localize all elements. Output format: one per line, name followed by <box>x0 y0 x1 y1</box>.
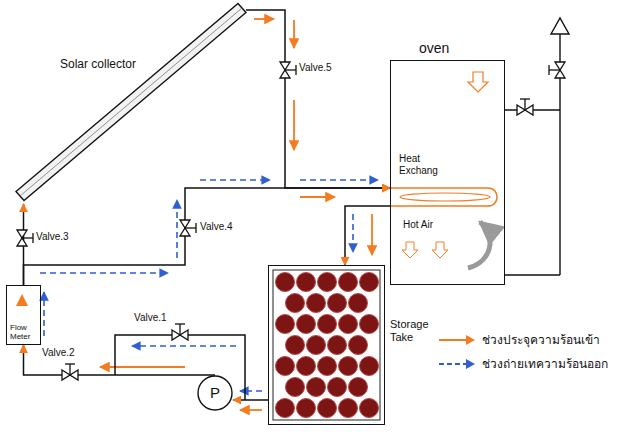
storage-ball <box>307 378 326 397</box>
storage-ball <box>360 357 379 376</box>
node-text: Solar collector <box>60 58 136 72</box>
storage-ball <box>297 399 316 418</box>
valve-label: Valve.1 <box>134 312 167 323</box>
storage-ball <box>328 378 347 397</box>
storage-ball <box>297 273 316 292</box>
storage-ball <box>339 273 358 292</box>
storage-ball <box>276 315 295 334</box>
storage-ball <box>360 315 379 334</box>
valve-label: Valve.2 <box>42 347 75 358</box>
discharging-flow-arrow <box>40 180 378 391</box>
storage-ball <box>318 357 337 376</box>
exhaust-pipe <box>505 18 569 275</box>
legend-text: ช่วงถ่ายเทความร้อนออก <box>482 354 608 373</box>
storage-ball <box>349 336 368 355</box>
node-text: Storage Take <box>390 318 436 343</box>
storage-ball <box>349 294 368 313</box>
charging-flow-arrow <box>100 19 372 410</box>
storage-ball <box>318 273 337 292</box>
storage-ball <box>276 273 295 292</box>
pump: P <box>197 375 233 411</box>
storage-ball <box>360 399 379 418</box>
storage-ball <box>276 399 295 418</box>
legend-row: ช่วงประจุความร้อนเข้า <box>438 330 600 349</box>
storage-ball <box>276 357 295 376</box>
legend-sample <box>438 358 476 370</box>
legend-row: ช่วงถ่ายเทความร้อนออก <box>438 354 608 373</box>
storage-ball <box>328 336 347 355</box>
storage-ball <box>286 336 305 355</box>
storage-ball <box>360 273 379 292</box>
storage-ball <box>328 294 347 313</box>
node-text: Heat Exchang <box>399 153 451 176</box>
pipe-connector <box>246 10 390 188</box>
node-text: P <box>197 375 233 411</box>
valve-label: Valve.4 <box>200 221 233 232</box>
collector-panel <box>10 0 246 204</box>
solar-collector: Solar collector <box>10 0 246 204</box>
storage-ball <box>349 378 368 397</box>
oven-box: ovenHeat ExchangHot Air <box>390 60 505 285</box>
node-text: oven <box>419 40 449 56</box>
flow-meter: Flow Meter <box>6 285 41 345</box>
air-circulation-arrow <box>468 222 490 268</box>
storage-ball <box>286 294 305 313</box>
storage-ball <box>297 315 316 334</box>
storage-ball <box>318 315 337 334</box>
storage-balls <box>276 273 379 418</box>
heat-exchanger-coil <box>390 188 497 206</box>
storage-ball <box>318 399 337 418</box>
storage-ball <box>339 315 358 334</box>
legend-text: ช่วงประจุความร้อนเข้า <box>482 330 600 349</box>
storage-ball <box>286 378 305 397</box>
node-text: Hot Air <box>403 219 433 231</box>
valve-symbol <box>17 62 565 380</box>
legend-sample <box>438 334 476 346</box>
valve-label: Valve.5 <box>299 62 332 73</box>
storage-ball <box>339 399 358 418</box>
storage-ball <box>307 294 326 313</box>
storage-tank: Storage Take <box>268 265 385 425</box>
storage-ball <box>297 357 316 376</box>
flow-meter-float <box>16 294 28 306</box>
node-text: Flow Meter <box>10 323 36 341</box>
heat-exchanger-coil <box>400 193 490 201</box>
storage-ball <box>339 357 358 376</box>
tank-inner-wall <box>273 270 380 420</box>
pipe-connector <box>345 206 390 265</box>
storage-ball <box>307 336 326 355</box>
pipe-connector <box>24 345 216 375</box>
pipe-connector <box>24 188 391 285</box>
pipe-connector <box>233 399 268 401</box>
valve-label: Valve.3 <box>36 231 69 242</box>
